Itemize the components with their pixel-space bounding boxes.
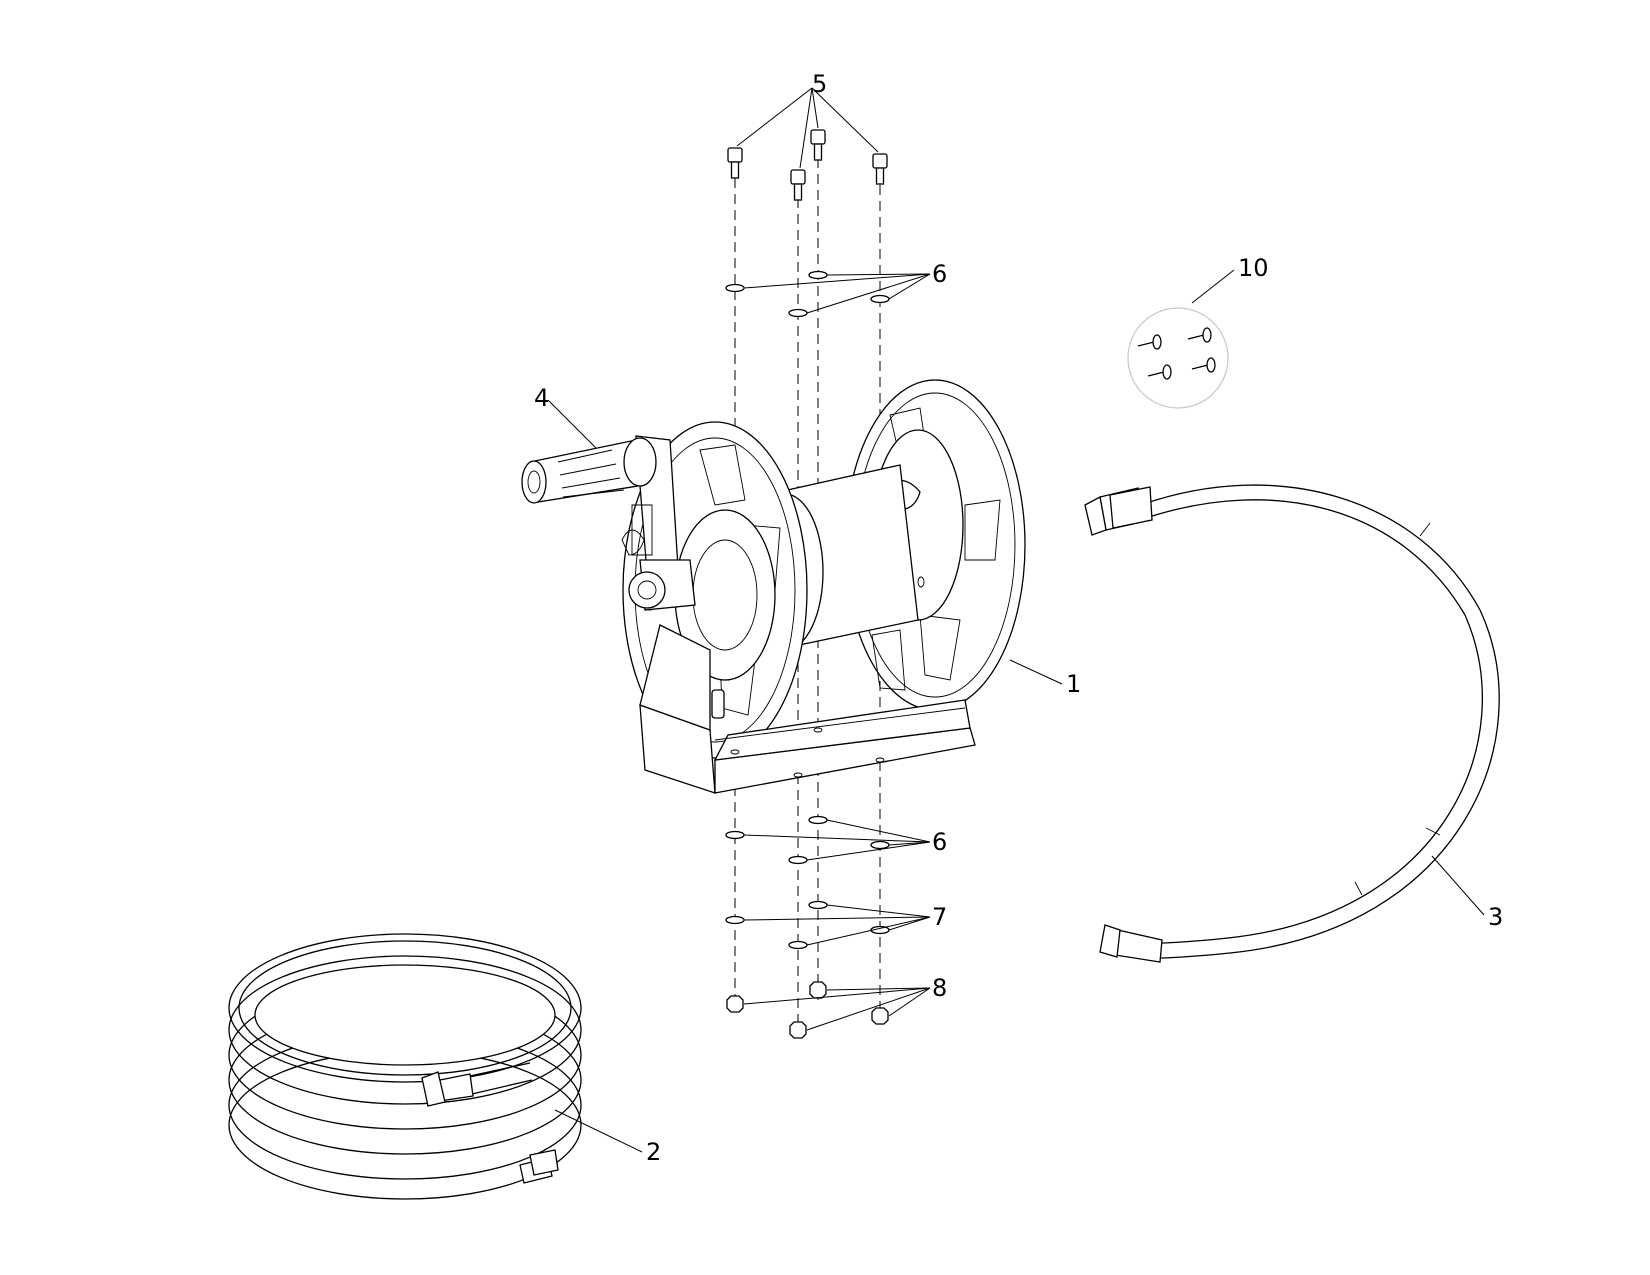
kit-screw: [1137, 334, 1162, 350]
hex-nuts-part-8: [726, 981, 889, 1039]
cap-screws-part-5: [727, 129, 888, 201]
hose-reel-part-1: [621, 379, 1026, 794]
coil-fitting-outer: [519, 1149, 559, 1184]
leader-line-3: [1431, 855, 1485, 916]
leader-line-10: [1191, 269, 1235, 304]
cap-screw: [872, 153, 888, 185]
leader-lines-7: [743, 904, 931, 946]
hose-fitting-top: [1084, 486, 1153, 536]
leader-line-4: [547, 399, 597, 449]
leader-line-1: [1009, 659, 1063, 685]
callout-6-lower: 6: [932, 828, 947, 856]
base-frame: [639, 624, 976, 794]
coil-fitting-inner: [421, 1062, 533, 1107]
washers-lower-part-6: [725, 815, 890, 865]
callout-8: 8: [932, 974, 947, 1002]
lock-washers-part-7: [725, 900, 890, 950]
hex-nut: [809, 981, 827, 999]
leader-lines-6-lower: [743, 819, 931, 861]
kit-screw: [1187, 327, 1212, 343]
callout-10: 10: [1238, 254, 1269, 282]
leader-lines-8: [743, 987, 931, 1031]
kit-screw: [1147, 364, 1172, 380]
washers-upper-part-6: [725, 270, 890, 318]
hex-nut: [789, 1021, 807, 1039]
screw-kit-part-10: [1127, 307, 1229, 409]
callout-5: 5: [812, 70, 827, 98]
leader-line-2: [554, 1109, 643, 1153]
callout-4: 4: [534, 384, 549, 412]
callout-2: 2: [646, 1138, 661, 1166]
hose-fitting-bottom: [1099, 924, 1163, 963]
hose-part-3: [1084, 484, 1500, 963]
callout-3: 3: [1488, 903, 1503, 931]
callout-7: 7: [932, 903, 947, 931]
hose-outer: [1137, 484, 1500, 959]
kit-screw: [1191, 357, 1216, 373]
callout-6-upper: 6: [932, 260, 947, 288]
cap-screw: [727, 147, 743, 179]
hose-inner: [1139, 499, 1483, 944]
crank-handle-part-4: [521, 437, 657, 504]
grip-ridges: [557, 449, 625, 498]
hex-nut: [726, 995, 744, 1013]
hex-nut: [871, 1007, 889, 1025]
callout-1: 1: [1066, 670, 1081, 698]
coiled-hose-part-2: [228, 933, 582, 1200]
leader-lines-6-upper: [743, 273, 931, 314]
leader-lines-5: [736, 87, 879, 169]
cap-screw: [810, 129, 826, 161]
cap-screw: [790, 169, 806, 201]
hose-segment-marks: [1354, 522, 1441, 896]
